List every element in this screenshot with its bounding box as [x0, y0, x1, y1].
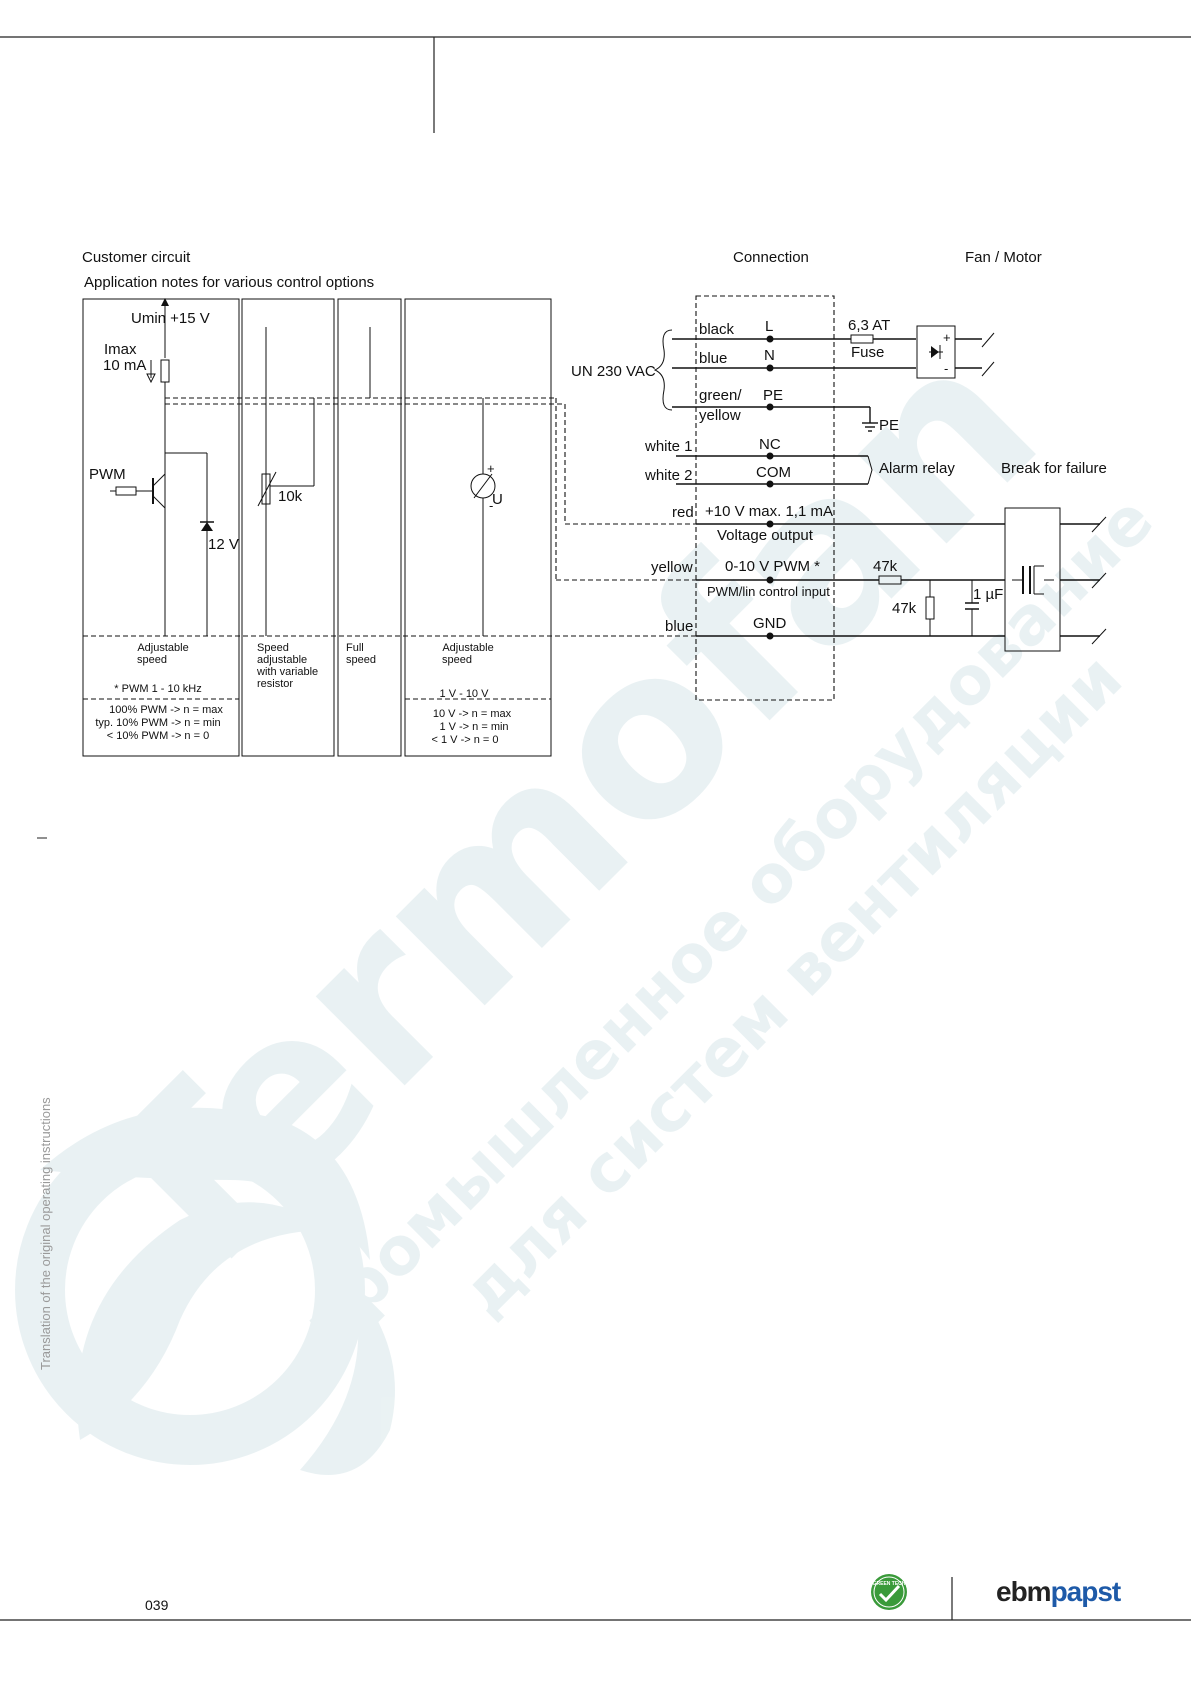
mains-supply: UN 230 VAC black L 6,3 AT Fuse blue N gr… [571, 317, 995, 434]
opt1-title2: speed [137, 654, 167, 666]
header-frame [0, 36, 1191, 133]
transistor-icon [152, 473, 166, 509]
meter-u-label: U [492, 491, 503, 508]
opt4-line3: < 1 V -> n = 0 [432, 734, 499, 746]
arrow-up-icon [161, 298, 169, 306]
pwm-circuit: Umin +15 V Imax 10 mA PWM 12 V [89, 298, 239, 636]
capacitor-icon [965, 602, 979, 610]
ebmpapst-logo: ebmpapst [996, 1576, 1121, 1607]
opt1-note: * PWM 1 - 10 kHz [114, 683, 201, 695]
zener-label: 12 V [208, 536, 239, 553]
ground-icon [862, 422, 878, 432]
wire-yellow-terminal: 0-10 V PWM * [725, 558, 820, 575]
pwm-label: PWM [89, 466, 126, 483]
opt4-note: 1 V - 10 V [440, 688, 490, 700]
wire-blue-terminal: N [764, 347, 775, 364]
badge-text: GREEN TECH [873, 1581, 906, 1587]
wire-yellow-sub: PWM/lin control input [707, 584, 830, 599]
meter-minus: - [489, 498, 493, 513]
page-code: 039 [145, 1597, 169, 1613]
fuse-label: Fuse [851, 344, 884, 361]
rectifier-block [916, 325, 956, 379]
cap-1uf-label: 1 µF [973, 586, 1003, 603]
alarm-relay: white 1 NC white 2 COM Alarm relay Break… [644, 436, 1107, 488]
supply-brace [653, 329, 673, 411]
wire-white2-terminal: COM [756, 464, 791, 481]
wire-red-sub: Voltage output [717, 527, 814, 544]
opt2-title1: Speed [257, 642, 289, 654]
wire-pe-terminal: PE [763, 387, 783, 404]
break-for-failure-label: Break for failure [1001, 460, 1107, 477]
wire-gnd-color: blue [665, 618, 693, 635]
wire-black-terminal: L [765, 318, 773, 335]
option-labels: Adjustable speed * PWM 1 - 10 kHz 100% P… [95, 642, 511, 746]
un-vac-label: UN 230 VAC [571, 363, 656, 380]
fan-motor-title: Fan / Motor [965, 249, 1042, 266]
opt1-line1: 100% PWM -> n = max [109, 704, 223, 716]
opt2-title4: resistor [257, 678, 293, 690]
control-lines: red +10 V max. 1,1 mA Voltage output yel… [651, 503, 1107, 652]
variable-resistor-icon [257, 471, 277, 507]
wire-white2-color: white 2 [644, 467, 693, 484]
option-boxes [82, 298, 552, 757]
rectifier-plus: + [943, 330, 951, 345]
imax-label: Imax [104, 341, 137, 358]
umin-label: Umin +15 V [131, 310, 210, 327]
wire-white1-color: white 1 [644, 438, 693, 455]
resistor-10k-label: 10k [278, 488, 303, 505]
connection-title: Connection [733, 249, 809, 266]
logo-ebm: ebm [996, 1576, 1051, 1607]
opt2-title2: adjustable [257, 654, 307, 666]
wire-black-color: black [699, 321, 735, 338]
meter-plus: + [487, 461, 495, 476]
rectifier-minus: - [944, 361, 948, 376]
opt1-line2: typ. 10% PWM -> n = min [95, 717, 220, 729]
opt4-line1: 10 V -> n = max [433, 708, 512, 720]
relay-contact-icon [867, 455, 873, 485]
pe-ground-label: PE [879, 417, 899, 434]
watermark: Termofan промышленное оборудование для с… [15, 291, 1168, 1475]
connection-box [695, 295, 835, 701]
logo-papst: papst [1051, 1576, 1121, 1607]
fuse-rating: 6,3 AT [848, 317, 890, 334]
wire-white1-terminal: NC [759, 436, 781, 453]
footer: 039 GREEN TECH ebmpapst [0, 1574, 1191, 1621]
wire-blue-color: blue [699, 350, 727, 367]
opt3-title1: Full [346, 642, 364, 654]
diode-icon [931, 346, 939, 358]
check-icon [878, 1584, 901, 1603]
r47k-a-label: 47k [873, 558, 898, 575]
application-notes-title: Application notes for various control op… [84, 274, 374, 291]
customer-circuit-title: Customer circuit [82, 249, 191, 266]
wire-pe-color: green/ [699, 387, 742, 404]
opt4-line2: 1 V -> n = min [439, 721, 508, 733]
wire-red-terminal: +10 V max. 1,1 mA [705, 503, 833, 520]
green-tech-badge: GREEN TECH [871, 1574, 907, 1610]
opt2-title3: with variable [256, 666, 318, 678]
wire-yellow-color: yellow [651, 559, 693, 576]
imax-value: 10 mA [103, 357, 146, 374]
opt4-title2: speed [442, 654, 472, 666]
r47k-b-label: 47k [892, 600, 917, 617]
optocoupler-icon [1012, 565, 1054, 595]
alarm-relay-label: Alarm relay [879, 460, 955, 477]
opt3-title2: speed [346, 654, 376, 666]
wire-pe-color2: yellow [699, 407, 741, 424]
resistor-circuit: 10k [257, 327, 315, 636]
watermark-fan-icon [15, 1107, 395, 1475]
opt1-line3: < 10% PWM -> n = 0 [107, 730, 209, 742]
opt1-title1: Adjustable [137, 642, 188, 654]
zener-diode-icon [200, 521, 214, 531]
opt4-title1: Adjustable [442, 642, 493, 654]
wire-red-color: red [672, 504, 694, 521]
meter-circuit: + U - [470, 398, 503, 636]
arrow-down-icon [146, 373, 156, 384]
sidebar-note: Translation of the original operating in… [38, 1097, 53, 1370]
wire-gnd-terminal: GND [753, 615, 787, 632]
